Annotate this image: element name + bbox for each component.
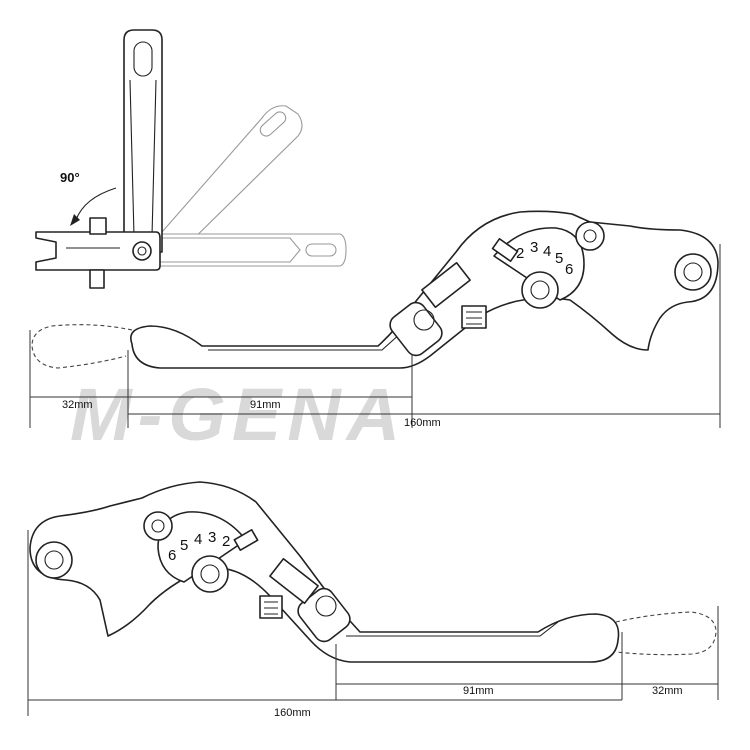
top-lever-view: 2 3 4 5 6 32mm 91mm 160mm bbox=[29, 210, 721, 429]
top-dial-num-2: 3 bbox=[530, 239, 538, 256]
bottom-main-pivot bbox=[191, 555, 229, 593]
top-dial-num-5: 6 bbox=[565, 261, 573, 278]
bottom-dim-lines bbox=[28, 683, 718, 701]
bottom-dim-reach: 91mm bbox=[463, 685, 494, 697]
top-bolt-thread bbox=[466, 311, 482, 325]
fold-ghost-slot bbox=[259, 111, 287, 137]
top-dial-num-3: 4 bbox=[543, 243, 551, 260]
fold-ghost-slot-h bbox=[305, 243, 337, 257]
bottom-main-pivot-inner bbox=[200, 564, 220, 584]
bottom-upper-bolt-inner bbox=[151, 519, 165, 533]
top-tip-extension bbox=[31, 324, 133, 369]
fold-pivot bbox=[132, 241, 152, 261]
bottom-lever-notch bbox=[269, 557, 319, 605]
top-mount-hole-inner bbox=[683, 262, 703, 282]
top-dim-extension-lines bbox=[29, 244, 721, 428]
bottom-adjuster-bolt bbox=[259, 595, 283, 619]
fold-angle-label: 90° bbox=[60, 170, 80, 185]
top-dim-total: 160mm bbox=[404, 417, 441, 429]
top-dial-num-1: 2 bbox=[516, 245, 524, 262]
bottom-dial-num-4: 3 bbox=[208, 529, 216, 546]
bottom-bolt-thread bbox=[264, 601, 278, 615]
bottom-dim-tip: 32mm bbox=[652, 685, 683, 697]
top-dim-reach: 91mm bbox=[250, 399, 281, 411]
bottom-lever-view: 6 5 4 3 2 91mm 32mm 160mm bbox=[27, 481, 719, 719]
fold-angle-arrowhead bbox=[70, 214, 80, 226]
bottom-dial-num-3: 4 bbox=[194, 531, 202, 548]
bottom-dim-total: 160mm bbox=[274, 707, 311, 719]
bottom-mount-hole bbox=[35, 541, 73, 579]
fold-pivot-inner bbox=[137, 246, 147, 256]
bottom-window-hole bbox=[315, 595, 337, 617]
top-lever-notch bbox=[421, 261, 471, 309]
top-mount-hole bbox=[674, 253, 712, 291]
fold-lever-inner-lines bbox=[129, 79, 157, 237]
top-upper-bolt-inner bbox=[583, 229, 597, 243]
top-window-hole bbox=[413, 309, 435, 331]
top-main-pivot-inner bbox=[530, 280, 550, 300]
top-dim-tip: 32mm bbox=[62, 399, 93, 411]
fold-mount-block bbox=[35, 231, 161, 271]
fold-lever-upright bbox=[123, 29, 163, 253]
bottom-tip-extension bbox=[615, 611, 717, 656]
bottom-lever-edge bbox=[346, 621, 559, 637]
fold-view: 90° bbox=[35, 29, 347, 289]
top-lever-edge bbox=[208, 315, 421, 351]
bottom-dial-pin bbox=[233, 529, 259, 551]
bottom-upper-bolt bbox=[143, 511, 173, 541]
bottom-dial-num-5: 2 bbox=[222, 533, 230, 550]
top-adjuster-bolt bbox=[461, 305, 487, 329]
top-lever-window bbox=[389, 301, 443, 357]
fold-lever-ghost-diagonal bbox=[147, 105, 303, 263]
fold-adjuster-top bbox=[89, 217, 107, 235]
top-dial-pin bbox=[491, 237, 519, 263]
top-upper-bolt bbox=[575, 221, 605, 251]
bottom-dial-num-2: 5 bbox=[180, 537, 188, 554]
fold-slot bbox=[133, 41, 153, 77]
top-dim-lines bbox=[30, 396, 720, 415]
fold-ghost-inner bbox=[160, 237, 301, 263]
bottom-mount-hole-inner bbox=[44, 550, 64, 570]
bottom-dim-extension-lines bbox=[27, 530, 719, 716]
fold-angle-arc bbox=[75, 187, 117, 221]
bottom-dial-num-1: 6 bbox=[168, 547, 176, 564]
top-main-pivot bbox=[521, 271, 559, 309]
top-dial-num-4: 5 bbox=[555, 250, 563, 267]
fold-adjuster-bottom bbox=[89, 269, 105, 289]
